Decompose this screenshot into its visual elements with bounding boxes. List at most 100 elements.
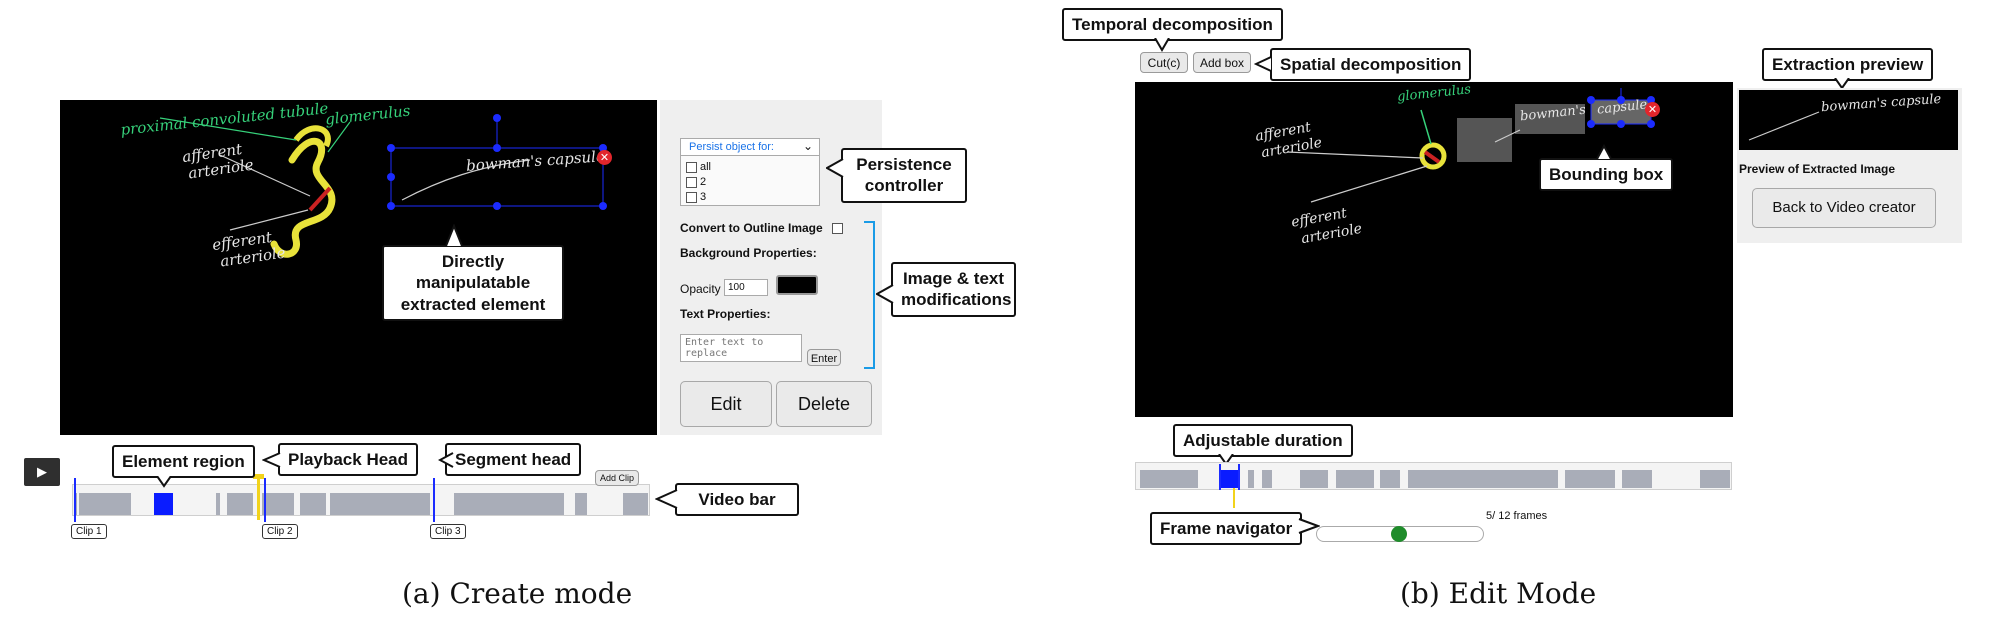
persist-option[interactable]: all	[686, 161, 711, 173]
preview-drawing	[1748, 111, 1820, 141]
play-icon: ▶	[37, 464, 47, 479]
add-box-button[interactable]: Add box	[1193, 52, 1251, 73]
persist-option[interactable]: 3	[686, 191, 706, 203]
callout-pointer	[655, 489, 678, 509]
segment	[1262, 470, 1272, 488]
preview-image: bowman's capsule	[1739, 90, 1958, 150]
callout-pointer	[262, 452, 281, 468]
playback-head[interactable]	[257, 476, 260, 520]
edit-playhead[interactable]	[1233, 488, 1235, 508]
element-region[interactable]	[154, 493, 173, 515]
back-to-video-creator-button[interactable]: Back to Video creator	[1752, 188, 1936, 228]
callout-pointer	[445, 224, 463, 246]
persist-option-label: 2	[700, 176, 707, 188]
resize-handle[interactable]	[493, 114, 501, 122]
callout-video-bar: Video bar	[675, 483, 799, 517]
persist-option-label: all	[700, 161, 712, 173]
callout-frame-navigator: Frame navigator	[1150, 512, 1303, 546]
segment	[1622, 470, 1652, 488]
resize-handle[interactable]	[493, 144, 501, 152]
resize-handle[interactable]	[1617, 96, 1625, 104]
close-icon[interactable]: ✕	[597, 150, 612, 165]
caption-create: (a) Create mode	[402, 577, 633, 610]
close-icon[interactable]: ✕	[1645, 102, 1660, 117]
clip-label[interactable]: Clip 1	[71, 524, 107, 539]
clip-marker	[264, 478, 266, 522]
segment	[1336, 470, 1374, 488]
decomposed-box	[1457, 118, 1512, 162]
resize-handle[interactable]	[387, 144, 395, 152]
resize-handle[interactable]	[599, 202, 607, 210]
segment	[1380, 470, 1400, 488]
callout-pointer	[876, 284, 894, 304]
callout-segment-head: Segment head	[445, 443, 582, 477]
chevron-down-icon: ⌄	[802, 139, 813, 153]
resize-handle[interactable]	[599, 144, 607, 152]
playback-head-top	[253, 474, 264, 479]
duration-handle[interactable]	[1238, 464, 1240, 490]
clip-label[interactable]: Clip 2	[262, 524, 298, 539]
resize-handle[interactable]	[1647, 96, 1655, 104]
create-video-canvas[interactable]: proximal convoluted tubule glomerulus af…	[60, 99, 657, 435]
callout-pointer	[438, 452, 454, 468]
segment	[1248, 470, 1254, 488]
bracket	[864, 221, 875, 369]
segment	[1140, 470, 1198, 488]
preview-label: Preview of Extracted Image	[1739, 162, 1896, 176]
cut-button[interactable]: Cut(c)	[1140, 52, 1188, 73]
segment	[454, 493, 564, 515]
tubule-drawing	[270, 137, 336, 258]
segment	[300, 493, 326, 515]
callout-spatial: Spatial decomposition	[1270, 48, 1472, 82]
segment	[1300, 470, 1328, 488]
opacity-label: Opacity	[680, 282, 721, 296]
frame-count: 5/ 12 frames	[1486, 510, 1548, 522]
convert-outline-checkbox[interactable]	[832, 223, 844, 235]
callout-temporal: Temporal decomposition	[1062, 8, 1283, 42]
play-button[interactable]: ▶	[24, 458, 60, 486]
background-properties-label: Background Properties:	[680, 246, 817, 260]
callout-pointer	[826, 158, 844, 178]
callout-adjustable-duration: Adjustable duration	[1173, 424, 1353, 458]
segment	[1565, 470, 1615, 488]
callout-pointer	[1298, 518, 1320, 534]
add-clip-button[interactable]: Add Clip	[595, 470, 639, 486]
segment-head[interactable]	[433, 478, 435, 522]
clip-label[interactable]: Clip 3	[430, 524, 466, 539]
edit-video-canvas[interactable]: glomerulus afferent arteriole efferent a…	[1135, 82, 1733, 417]
replace-text-placeholder: Enter text to replace	[685, 337, 764, 359]
segment	[216, 493, 220, 515]
persist-option[interactable]: 2	[686, 176, 706, 188]
resize-handle[interactable]	[1587, 96, 1595, 104]
convert-outline-label: Convert to Outline Image	[680, 221, 846, 235]
edit-button[interactable]: Edit	[680, 381, 772, 427]
persist-select-label: Persist object for:	[689, 141, 774, 153]
opacity-input[interactable]: 100	[724, 279, 768, 296]
caption-edit: (b) Edit Mode	[1400, 577, 1597, 610]
segment	[262, 493, 294, 515]
resize-handle[interactable]	[1617, 120, 1625, 128]
create-drawing	[159, 117, 604, 258]
segment	[79, 493, 131, 515]
clip-marker	[74, 478, 76, 522]
replace-text-input[interactable]: Enter text to replace	[680, 334, 802, 362]
delete-button[interactable]: Delete	[776, 381, 872, 427]
color-swatch[interactable]	[776, 275, 818, 295]
frame-slider-thumb[interactable]	[1391, 526, 1407, 542]
segment	[1408, 470, 1558, 488]
resize-handle[interactable]	[387, 173, 395, 181]
callout-element-region: Element region	[112, 445, 255, 479]
callout-extraction-preview: Extraction preview	[1762, 48, 1934, 82]
text-properties-label: Text Properties:	[680, 307, 771, 321]
duration-handle[interactable]	[1219, 464, 1221, 490]
persist-select[interactable]: Persist object for: ⌄	[681, 139, 819, 156]
decomposed-box	[1515, 104, 1585, 134]
segment	[623, 493, 648, 515]
duration-region[interactable]	[1221, 470, 1239, 488]
enter-button[interactable]: Enter	[807, 349, 841, 366]
resize-handle[interactable]	[387, 202, 395, 210]
resize-handle[interactable]	[1587, 120, 1595, 128]
resize-handle[interactable]	[1647, 120, 1655, 128]
callout-pointer	[156, 476, 172, 488]
resize-handle[interactable]	[493, 202, 501, 210]
